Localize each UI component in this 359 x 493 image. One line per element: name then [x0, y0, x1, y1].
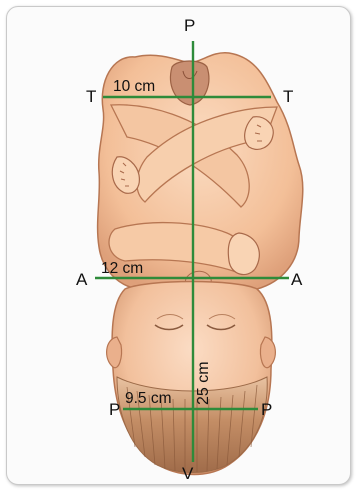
measurement-length: 25 cm — [195, 361, 213, 405]
fetus-head — [107, 282, 276, 475]
label-left-p: P — [109, 401, 120, 418]
measurement-upper: 10 cm — [113, 79, 155, 95]
measurement-middle: 12 cm — [101, 261, 143, 277]
label-top-p: P — [184, 17, 195, 34]
figure-frame: P V T T A A P P 10 cm 12 cm 9.5 cm 25 cm — [6, 6, 351, 485]
label-right-p: P — [261, 401, 272, 418]
measurement-lower: 9.5 cm — [125, 391, 172, 407]
label-bottom-v: V — [182, 465, 193, 482]
label-left-a: A — [76, 271, 87, 288]
label-left-t: T — [86, 88, 96, 105]
label-right-t: T — [283, 88, 293, 105]
label-right-a: A — [291, 271, 302, 288]
fetus-illustration — [7, 7, 351, 485]
